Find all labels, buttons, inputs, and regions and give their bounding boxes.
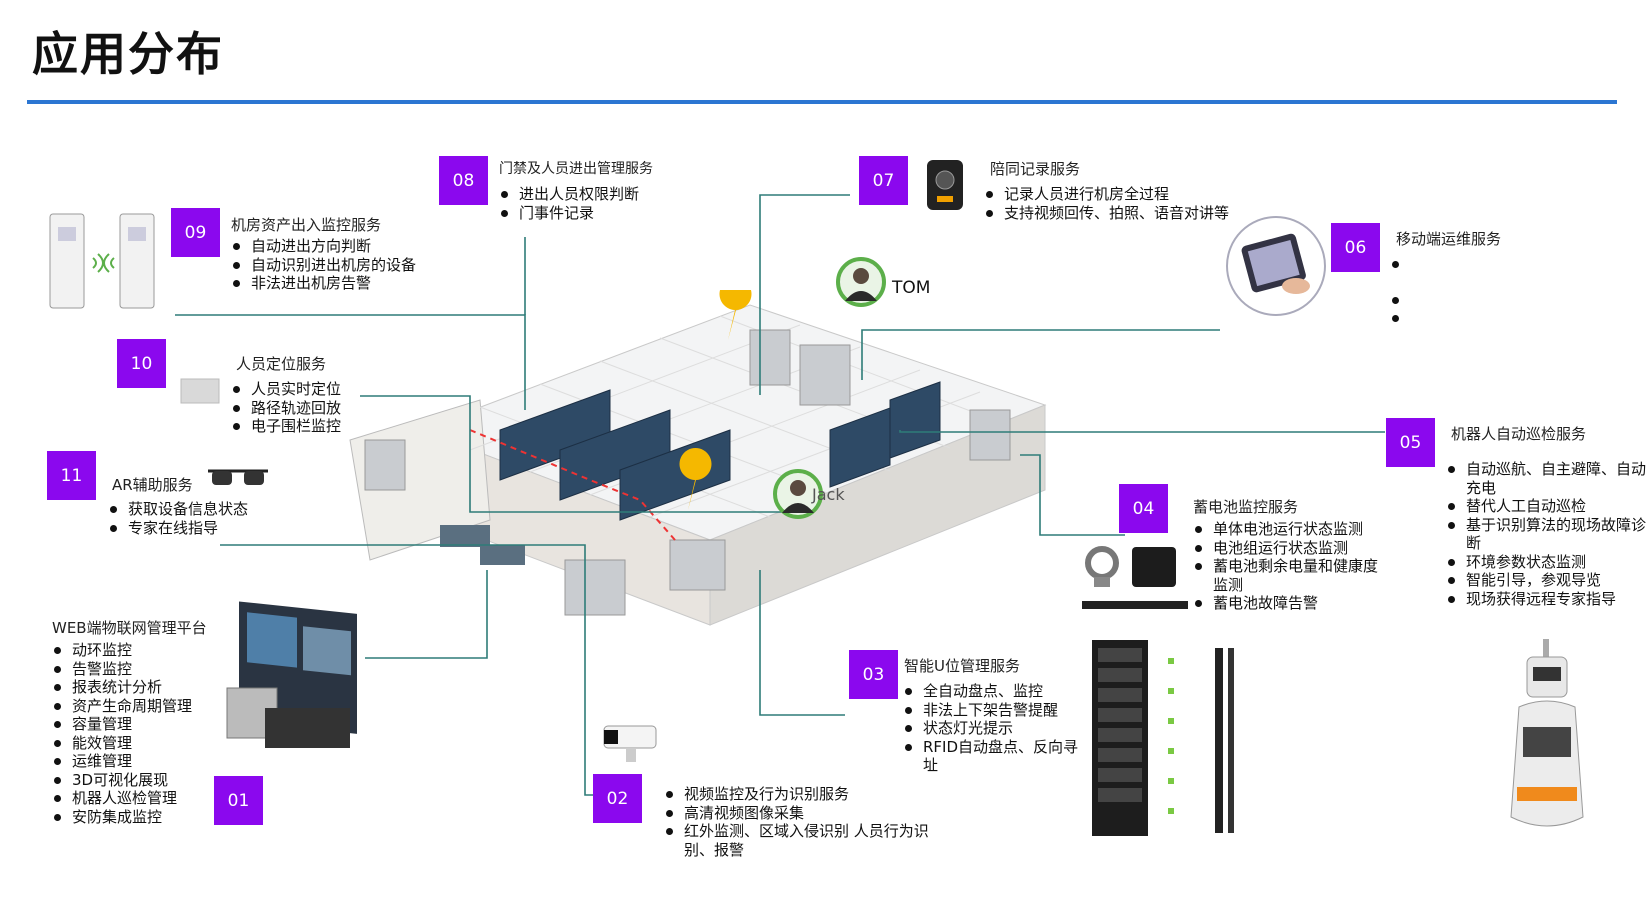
service-title-07: 陪同记录服务 [990, 160, 1081, 178]
service-list-01: 动环监控 告警监控 报表统计分析 资产生命周期管理 容量管理 能效管理 运维管理… [52, 641, 192, 826]
service-badge-01: 01 [214, 776, 263, 825]
robot-icon [1510, 639, 1584, 827]
service-list-07: 记录人员进行机房全过程 支持视频回传、拍照、语音对讲等 [984, 185, 1229, 222]
datacenter-illustration [349, 290, 1047, 626]
service-title-06: 移动端运维服务 [1396, 230, 1502, 248]
list-item: 获取设备信息状态 [108, 500, 248, 519]
avatar-icon [836, 257, 886, 307]
service-title-08: 门禁及人员进出管理服务 [499, 161, 653, 177]
page-title: 应用分布 [32, 27, 224, 81]
list-item: 红外监测、区域入侵识别 人员行为识别、报警 [664, 822, 952, 859]
list-item: 状态灯光提示 [903, 719, 1088, 738]
list-item: 机器人巡检管理 [52, 789, 192, 808]
list-item: 容量管理 [52, 715, 192, 734]
list-item: 全自动盘点、监控 [903, 682, 1088, 701]
list-item: 蓄电池剩余电量和健康度监测 [1193, 557, 1383, 594]
service-title-09: 机房资产出入监控服务 [231, 216, 382, 234]
list-item: 环境参数状态监测 [1446, 553, 1646, 572]
list-item: 安防集成监控 [52, 808, 192, 827]
list-item: 运维管理 [52, 752, 192, 771]
list-item: 3D可视化展现 [52, 771, 192, 790]
person-name-jack: Jack [812, 485, 845, 504]
list-item: 自动巡航、自主避障、自动充电 [1446, 460, 1646, 497]
service-list-10: 人员实时定位 路径轨迹回放 电子围栏监控 [231, 380, 341, 436]
list-item: 高清视频图像采集 [664, 804, 952, 823]
list-item: 专家在线指导 [108, 519, 248, 538]
avatar-icon [773, 469, 823, 519]
list-item: 替代人工自动巡检 [1446, 497, 1646, 516]
list-item: 支持视频回传、拍照、语音对讲等 [984, 204, 1229, 223]
service-title-04: 蓄电池监控服务 [1193, 498, 1299, 516]
list-item: 进出人员权限判断 [499, 185, 639, 204]
server-rack-icon [1092, 640, 1234, 836]
service-title-05: 机器人自动巡检服务 [1451, 425, 1587, 443]
list-item: 电池组运行状态监测 [1193, 539, 1383, 558]
service-title-01: WEB端物联网管理平台 [52, 619, 207, 637]
service-title-11: AR辅助服务 [112, 476, 193, 494]
service-list-08: 进出人员权限判断 门事件记录 [499, 185, 639, 222]
service-badge-05: 05 [1386, 418, 1435, 467]
service-badge-11: 11 [47, 451, 96, 500]
service-badge-08: 08 [439, 156, 488, 205]
list-item [1390, 309, 1410, 327]
list-item: 基于识别算法的现场故障诊断 [1446, 516, 1646, 553]
list-item: 蓄电池故障告警 [1193, 594, 1383, 613]
service-list-03: 全自动盘点、监控 非法上下架告警提醒 状态灯光提示 RFID自动盘点、反向寻址 [903, 682, 1088, 775]
service-badge-09: 09 [171, 208, 220, 257]
locator-tag-icon [180, 378, 220, 404]
list-item: 资产生命周期管理 [52, 697, 192, 716]
list-item: 电子围栏监控 [231, 417, 341, 436]
title-underline [27, 100, 1617, 104]
service-list-06 [1390, 255, 1410, 327]
list-item: 人员实时定位 [231, 380, 341, 399]
gate-device-icon [49, 213, 155, 309]
list-item: 视频监控及行为识别服务 [664, 785, 952, 804]
list-item: 自动识别进出机房的设备 [231, 256, 416, 275]
person-name-tom: TOM [892, 278, 931, 298]
list-item [1390, 291, 1410, 309]
dome-camera-icon [603, 725, 657, 762]
list-item: 门事件记录 [499, 204, 639, 223]
ar-glasses-icon [208, 469, 268, 485]
service-badge-03: 03 [849, 650, 898, 699]
battery-sensor-icon [1082, 546, 1188, 609]
list-item [1390, 255, 1410, 273]
service-badge-04: 04 [1119, 484, 1168, 533]
list-item: 能效管理 [52, 734, 192, 753]
list-item: 动环监控 [52, 641, 192, 660]
list-item: 非法进出机房告警 [231, 274, 416, 293]
service-badge-02: 02 [593, 774, 642, 823]
list-item: 非法上下架告警提醒 [903, 701, 1088, 720]
service-list-09: 自动进出方向判断 自动识别进出机房的设备 非法进出机房告警 [231, 237, 416, 293]
list-item: 报表统计分析 [52, 678, 192, 697]
service-list-11: 获取设备信息状态 专家在线指导 [108, 500, 248, 537]
service-list-02: 视频监控及行为识别服务 高清视频图像采集 红外监测、区域入侵识别 人员行为识别、… [664, 785, 952, 859]
list-item: 路径轨迹回放 [231, 399, 341, 418]
list-item: RFID自动盘点、反向寻址 [903, 738, 1088, 775]
list-item: 单体电池运行状态监测 [1193, 520, 1383, 539]
service-badge-10: 10 [117, 339, 166, 388]
list-item: 智能引导，参观导览 [1446, 571, 1646, 590]
service-list-05: 自动巡航、自主避障、自动充电 替代人工自动巡检 基于识别算法的现场故障诊断 环境… [1446, 460, 1646, 608]
list-item: 记录人员进行机房全过程 [984, 185, 1229, 204]
tablet-hand-icon [1226, 216, 1326, 316]
list-item: 告警监控 [52, 660, 192, 679]
service-title-10: 人员定位服务 [236, 355, 327, 373]
service-title-03: 智能U位管理服务 [904, 657, 1020, 675]
service-list-04: 单体电池运行状态监测 电池组运行状态监测 蓄电池剩余电量和健康度监测 蓄电池故障… [1193, 520, 1383, 613]
list-item: 自动进出方向判断 [231, 237, 416, 256]
service-badge-07: 07 [859, 156, 908, 205]
service-badge-06: 06 [1331, 223, 1380, 272]
body-camera-icon [927, 160, 963, 210]
monitor-icon [226, 601, 357, 748]
list-item: 现场获得远程专家指导 [1446, 590, 1646, 609]
